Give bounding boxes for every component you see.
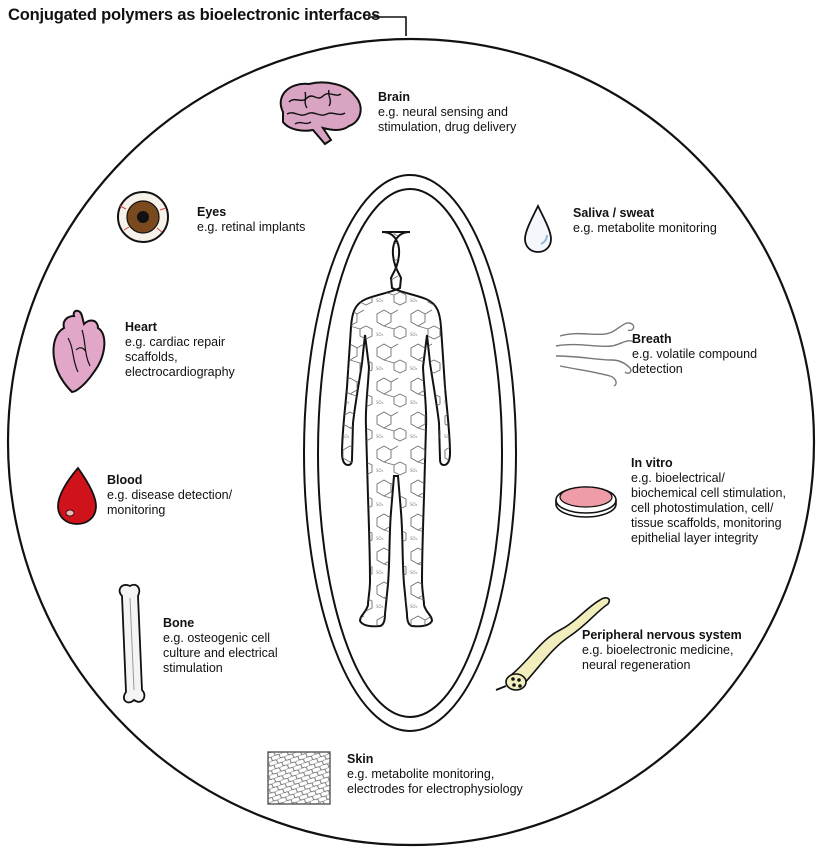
label-skin: Skin e.g. metabolite monitoring, electro…	[347, 752, 523, 797]
label-brain-desc-2: stimulation, drug delivery	[378, 120, 516, 135]
label-heart: Heart e.g. cardiac repair scaffolds, ele…	[125, 320, 235, 380]
label-blood: Blood e.g. disease detection/ monitoring	[107, 473, 232, 518]
label-blood-desc-2: monitoring	[107, 503, 232, 518]
label-eyes: Eyes e.g. retinal implants	[197, 205, 305, 235]
petri-dish-icon	[556, 487, 616, 517]
label-invitro-desc-3: cell photostimulation, cell/	[631, 501, 786, 516]
label-invitro: In vitro e.g. bioelectrical/ biochemical…	[631, 456, 786, 546]
label-bone-desc-3: stimulation	[163, 661, 278, 676]
label-saliva: Saliva / sweat e.g. metabolite monitorin…	[573, 206, 717, 236]
label-heart-heading: Heart	[125, 320, 235, 335]
label-peripheral-desc-2: neural regeneration	[582, 658, 742, 673]
label-heart-desc-3: electrocardiography	[125, 365, 235, 380]
label-blood-heading: Blood	[107, 473, 232, 488]
label-bone: Bone e.g. osteogenic cell culture and el…	[163, 616, 278, 676]
eye-icon	[118, 192, 168, 242]
label-invitro-desc-2: biochemical cell stimulation,	[631, 486, 786, 501]
page-title: Conjugated polymers as bioelectronic int…	[8, 6, 380, 25]
label-skin-heading: Skin	[347, 752, 523, 767]
label-breath-heading: Breath	[632, 332, 757, 347]
label-brain: Brain e.g. neural sensing and stimulatio…	[378, 90, 516, 135]
label-skin-desc-2: electrodes for electrophysiology	[347, 782, 523, 797]
label-brain-desc-1: e.g. neural sensing and	[378, 105, 516, 120]
label-eyes-desc-1: e.g. retinal implants	[197, 220, 305, 235]
label-bone-heading: Bone	[163, 616, 278, 631]
label-invitro-desc-5: epithelial layer integrity	[631, 531, 786, 546]
label-heart-desc-1: e.g. cardiac repair	[125, 335, 235, 350]
skin-mesh-icon	[268, 752, 330, 804]
label-peripheral-desc-1: e.g. bioelectronic medicine,	[582, 643, 742, 658]
label-bone-desc-2: culture and electrical	[163, 646, 278, 661]
label-bone-desc-1: e.g. osteogenic cell	[163, 631, 278, 646]
label-heart-desc-2: scaffolds,	[125, 350, 235, 365]
label-invitro-heading: In vitro	[631, 456, 786, 471]
label-peripheral-heading: Peripheral nervous system	[582, 628, 742, 643]
label-breath-desc-1: e.g. volatile compound	[632, 347, 757, 362]
label-skin-desc-1: e.g. metabolite monitoring,	[347, 767, 523, 782]
label-eyes-heading: Eyes	[197, 205, 305, 220]
label-breath: Breath e.g. volatile compound detection	[632, 332, 757, 377]
label-peripheral: Peripheral nervous system e.g. bioelectr…	[582, 628, 742, 673]
label-invitro-desc-1: e.g. bioelectrical/	[631, 471, 786, 486]
label-saliva-heading: Saliva / sweat	[573, 206, 717, 221]
label-blood-desc-1: e.g. disease detection/	[107, 488, 232, 503]
label-brain-heading: Brain	[378, 90, 516, 105]
label-saliva-desc-1: e.g. metabolite monitoring	[573, 221, 717, 236]
label-breath-desc-2: detection	[632, 362, 757, 377]
label-invitro-desc-4: tissue scaffolds, monitoring	[631, 516, 786, 531]
